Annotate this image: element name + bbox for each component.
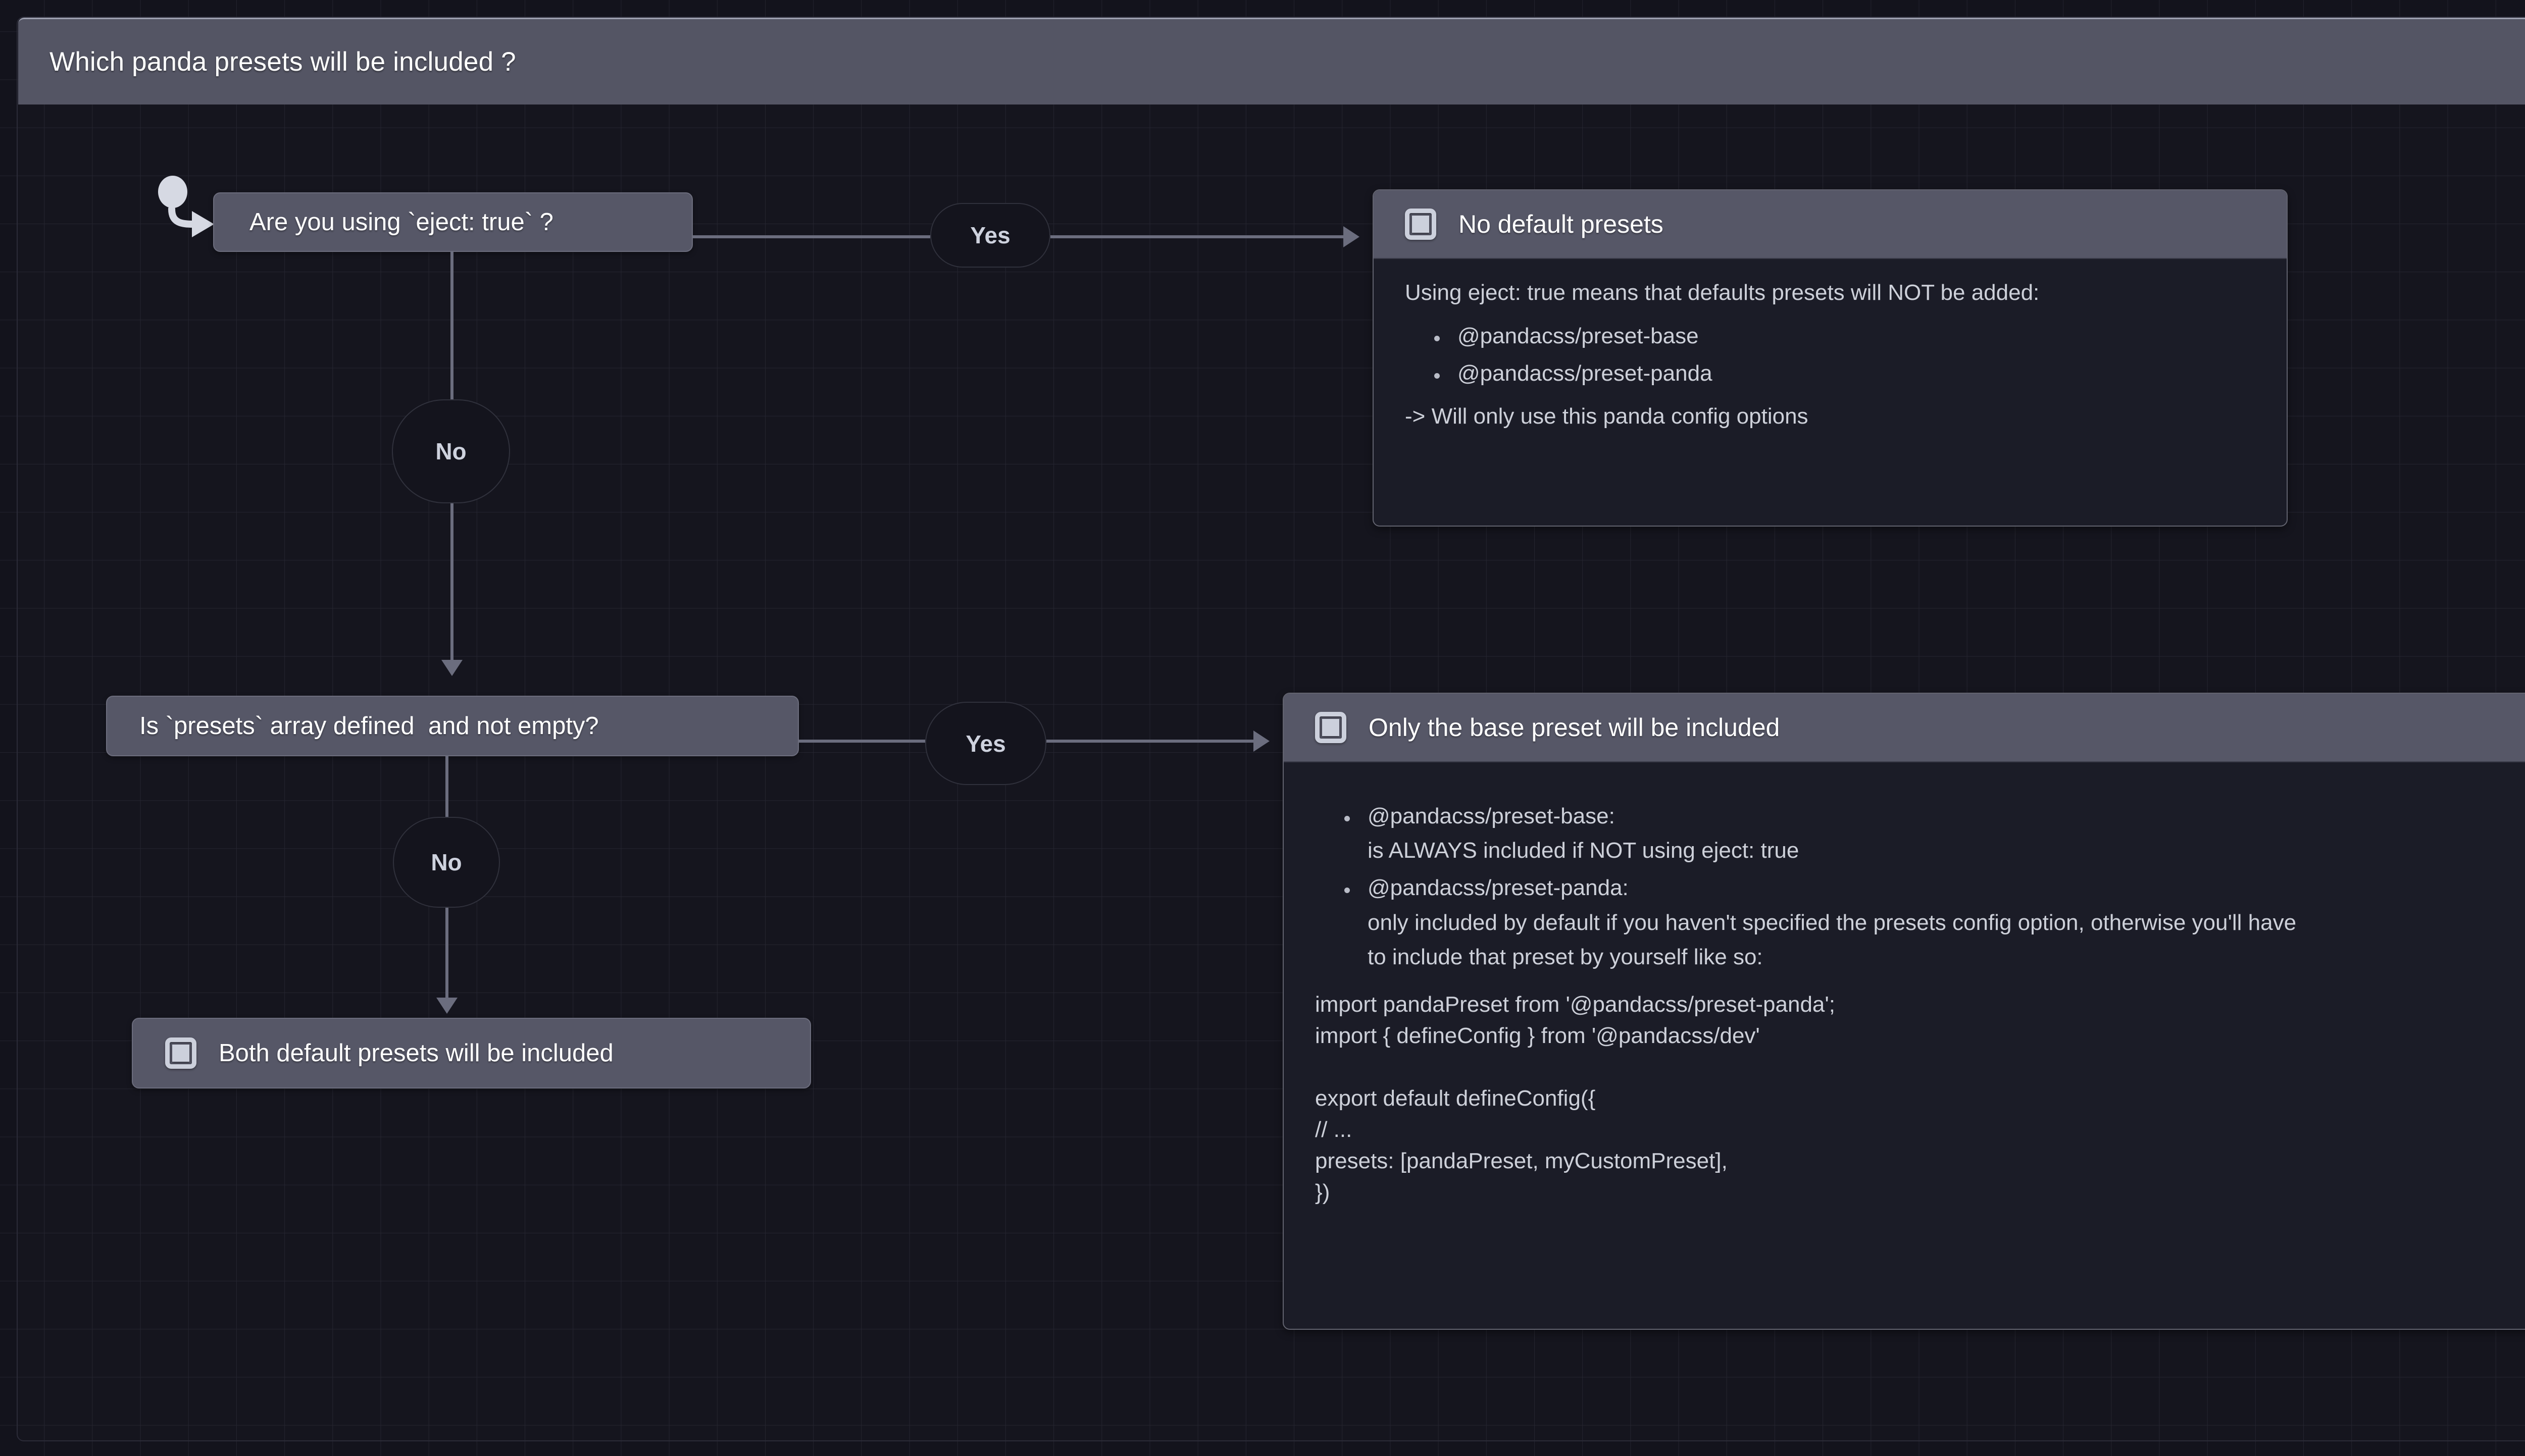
- edge-no-mid-b: [445, 908, 448, 998]
- panel-intro-text: Using eject: true means that defaults pr…: [1405, 280, 2040, 305]
- edge-no-mid-a: [445, 756, 448, 817]
- node-decision-eject-label: Are you using `eject: true` ?: [249, 209, 553, 236]
- page-title: Which panda presets will be included ?: [49, 47, 516, 77]
- edge-yes-top-b: [1050, 235, 1348, 238]
- panel-base-preset-only-body: @pandacss/preset-base: is ALWAYS include…: [1284, 762, 2525, 1232]
- list-item: @pandacss/preset-base: is ALWAYS include…: [1344, 804, 2525, 863]
- panel-base-preset-only-header: Only the base preset will be included: [1284, 694, 2525, 762]
- list-item: @pandacss/preset-base: [1434, 324, 2255, 348]
- note-icon: [1405, 209, 1436, 240]
- code-line: export default defineConfig({: [1315, 1085, 1596, 1111]
- edge-arrow-no-mid: [436, 998, 458, 1014]
- edge-label-yes-top: Yes: [930, 203, 1050, 268]
- panel-outro-text: -> Will only use this panda config optio…: [1405, 403, 1808, 429]
- list-item-head: @pandacss/preset-base:: [1368, 804, 1615, 828]
- node-decision-presets-array-label: Is `presets` array defined and not empty…: [139, 712, 599, 740]
- code-line: import { defineConfig } from '@pandacss/…: [1315, 1023, 1760, 1048]
- list-item: @pandacss/preset-panda: [1434, 362, 2255, 385]
- edge-yes-mid-b: [1046, 740, 1258, 743]
- code-line: import pandaPreset from '@pandacss/prese…: [1315, 992, 1836, 1017]
- node-decision-presets-array[interactable]: Is `presets` array defined and not empty…: [106, 696, 799, 756]
- edge-yes-top: [693, 235, 930, 238]
- preset-detail-list: @pandacss/preset-base: is ALWAYS include…: [1315, 804, 2525, 969]
- node-decision-eject[interactable]: Are you using `eject: true` ?: [213, 192, 693, 252]
- panel-no-default-presets-body: Using eject: true means that defaults pr…: [1374, 259, 2287, 454]
- code-line: }): [1315, 1179, 1330, 1205]
- code-line-blank: [1315, 1056, 2525, 1087]
- list-item-body: is ALWAYS included if NOT using eject: t…: [1368, 838, 1799, 863]
- panel-no-default-presets-title: No default presets: [1458, 210, 1663, 238]
- list-item-body-2: to include that preset by yourself like …: [1368, 944, 1763, 969]
- start-node-dot: [158, 176, 187, 208]
- edge-no-top-a: [450, 252, 453, 399]
- code-block: import pandaPreset from '@pandacss/prese…: [1315, 993, 2525, 1212]
- edge-arrow-yes-mid: [1253, 731, 1270, 752]
- edge-arrow-no-top: [441, 660, 463, 676]
- edge-yes-mid: [799, 740, 925, 743]
- preset-list: @pandacss/preset-base @pandacss/preset-p…: [1405, 324, 2255, 385]
- edge-no-top-b: [450, 503, 453, 660]
- subgraph-container: [17, 17, 2525, 1441]
- code-line: // ...: [1315, 1117, 1352, 1142]
- list-item: @pandacss/preset-panda: only included by…: [1344, 875, 2525, 969]
- node-result-both-presets[interactable]: Both default presets will be included: [132, 1018, 811, 1088]
- code-line: presets: [pandaPreset, myCustomPreset],: [1315, 1148, 1728, 1173]
- panel-no-default-presets[interactable]: No default presets Using eject: true mea…: [1373, 189, 2288, 527]
- edge-label-no-mid: No: [393, 817, 500, 908]
- edge-label-yes-mid: Yes: [925, 702, 1046, 785]
- panel-base-preset-only[interactable]: Only the base preset will be included @p…: [1283, 693, 2525, 1330]
- note-icon: [1315, 712, 1346, 743]
- start-node-arrow: [168, 205, 218, 244]
- list-item-head: @pandacss/preset-panda:: [1368, 875, 1629, 901]
- node-result-both-presets-label: Both default presets will be included: [219, 1039, 614, 1067]
- list-item-body: only included by default if you haven't …: [1368, 910, 2297, 935]
- edge-label-no-top: No: [392, 399, 510, 503]
- panel-base-preset-only-title: Only the base preset will be included: [1369, 713, 1780, 742]
- subgraph-title-bar: Which panda presets will be included ?: [18, 18, 2525, 105]
- note-icon: [165, 1037, 196, 1069]
- edge-arrow-yes-top: [1343, 226, 1359, 247]
- panel-no-default-presets-header: No default presets: [1374, 190, 2287, 259]
